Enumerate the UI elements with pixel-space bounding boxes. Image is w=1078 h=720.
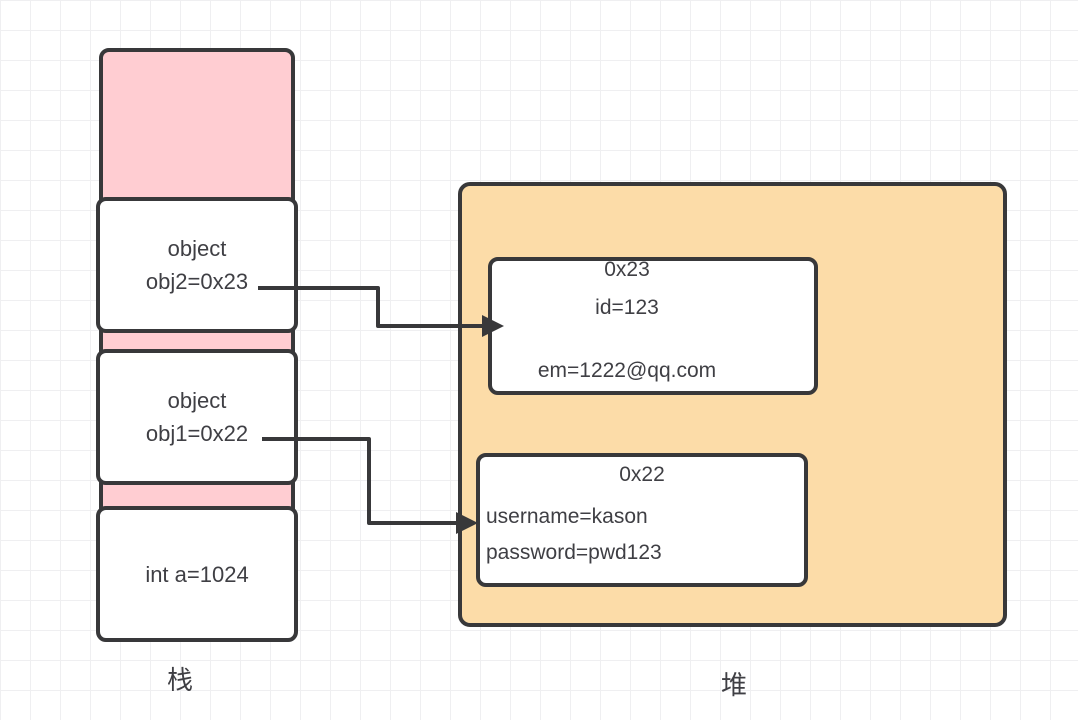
heap-object-text: 0x23 id=123 em=1222@qq.com xyxy=(492,258,762,384)
stack-frame-type: object xyxy=(167,236,227,261)
heap-object-field: username=kason xyxy=(486,505,648,528)
heap-object-field: em=1222@qq.com xyxy=(537,359,717,382)
stack-frame-value: int a=1024 xyxy=(145,561,249,587)
stack-frame-value: obj1=0x22 xyxy=(145,421,249,446)
heap-object-field: id=123 xyxy=(595,296,659,319)
heap-region-label: 堆 xyxy=(720,670,747,700)
stack-frame-value: obj2=0x23 xyxy=(145,269,249,294)
heap-object-0x23: 0x23 id=123 em=1222@qq.com xyxy=(488,257,818,395)
heap-object-field: password=pwd123 xyxy=(486,541,662,564)
stack-frame-int-a: int a=1024 xyxy=(96,506,298,642)
stack-frame-obj1: object obj1=0x22 xyxy=(96,349,298,485)
heap-object-address: 0x22 xyxy=(619,463,665,486)
stack-frame-obj2: object obj2=0x23 xyxy=(96,197,298,333)
stack-region-label: 栈 xyxy=(166,665,193,695)
stack-frame-type: object xyxy=(167,388,227,413)
heap-object-address: 0x23 xyxy=(604,258,650,281)
heap-object-0x22: 0x22 username=kason password=pwd123 xyxy=(476,453,808,587)
